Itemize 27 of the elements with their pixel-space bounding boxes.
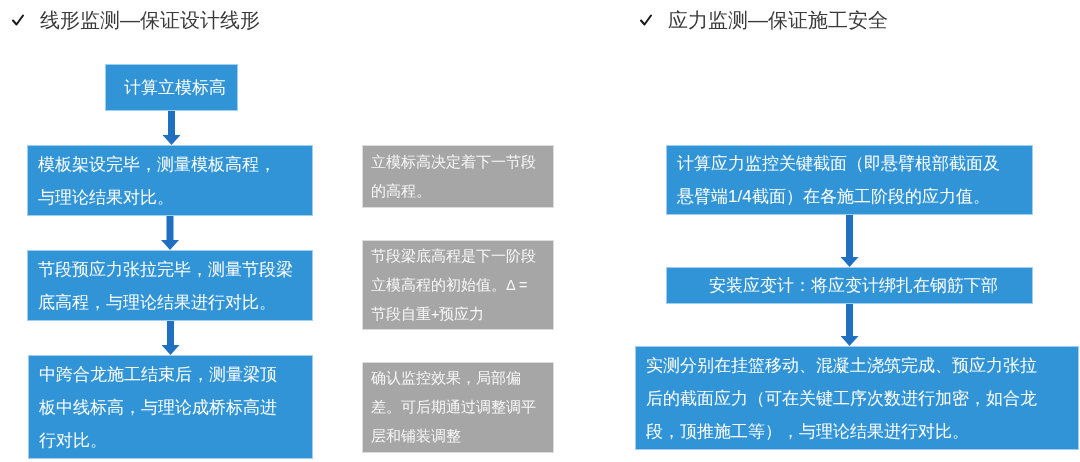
arrow <box>161 216 179 250</box>
note-box <box>362 145 554 208</box>
process-box <box>635 346 1079 450</box>
process-box <box>105 64 238 111</box>
arrow <box>840 215 859 267</box>
note-box <box>362 240 554 330</box>
process-box <box>27 145 313 216</box>
step-text: 计算立模标高 <box>124 77 226 99</box>
note-text: 节段梁底高程是下一阶段立模高程的初始值。Δ =节段自重+预应力 <box>371 246 537 324</box>
section-heading: 线形监测—保证设计线形 <box>40 8 260 33</box>
step-text: 安装应变计：将应变计绑扎在钢筋下部 <box>708 275 998 297</box>
process-box <box>28 355 313 459</box>
step-text: 中跨合龙施工结束后，测量梁顶板中线标高，与理论成桥标高进行对比。 <box>39 363 278 452</box>
step-text: 计算应力监控关键截面（即悬臂根部截面及悬臂端1/4截面）在各施工阶段的应力值。 <box>677 153 1001 208</box>
note-text: 确认监控效果，局部偏差。可后期通过调整调平层和铺装调整 <box>371 369 537 446</box>
step-text: 模板架设完毕，测量模板高程，与理论结果对比。 <box>38 153 277 209</box>
section-heading: 应力监测—保证施工安全 <box>668 8 888 33</box>
process-box <box>666 267 1033 304</box>
note-box <box>362 362 554 453</box>
arrow <box>840 304 859 346</box>
step-text: 节段预应力张拉完毕，测量节段梁底高程，与理论结果进行对比。 <box>38 258 294 314</box>
process-box <box>666 145 1033 215</box>
step-text: 实测分别在挂篮移动、混凝土浇筑完成、预应力张拉后的截面应力（可在关键工序次数进行加密，如合龙段，顶推施工等），与理论结果进行对比。 <box>646 354 1038 443</box>
arrow <box>161 321 180 355</box>
arrow <box>162 111 181 145</box>
note-text: 立模标高决定着下一节段的高程。 <box>371 152 537 201</box>
process-box <box>27 250 313 321</box>
